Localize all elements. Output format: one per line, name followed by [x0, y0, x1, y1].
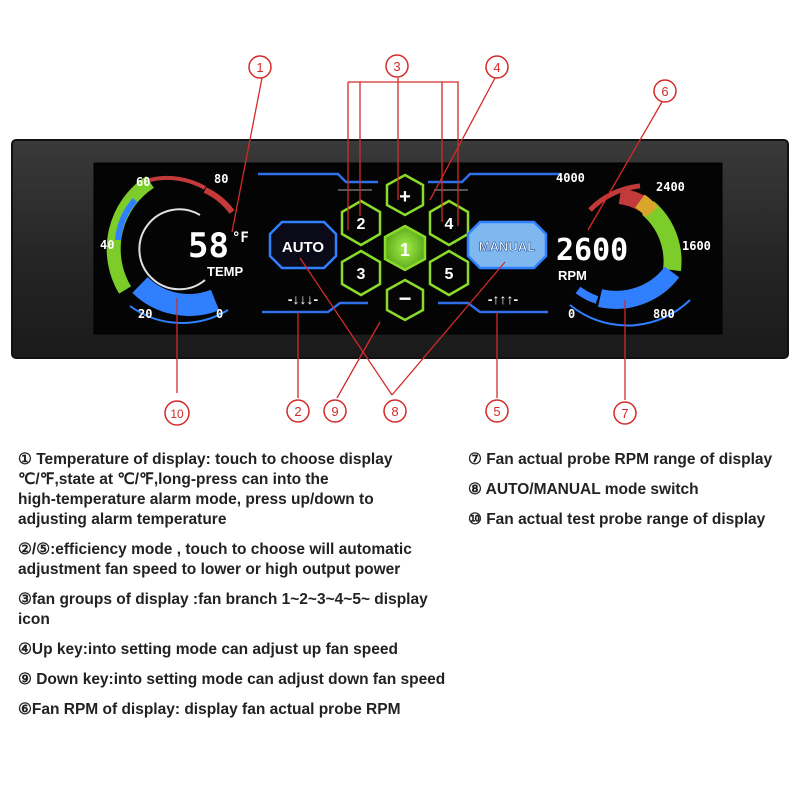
callout-3: 3 — [385, 54, 409, 78]
description-left: ① Temperature of display: touch to choos… — [18, 450, 458, 730]
fan-group-1-hex[interactable] — [383, 224, 427, 272]
temp-tick-40: 40 — [100, 238, 114, 252]
fan-group-3-hex[interactable] — [340, 249, 382, 297]
desc-up-key: ④Up key:into setting mode can adjust up … — [18, 641, 398, 658]
temperature-value[interactable]: 58 — [188, 226, 229, 266]
svg-text:10: 10 — [170, 407, 184, 421]
rpm-label: RPM — [558, 268, 587, 283]
efficiency-low-icon[interactable]: -↓↓↓- — [288, 291, 319, 307]
svg-text:2: 2 — [294, 404, 301, 419]
callout-1: 1 — [248, 55, 272, 79]
manual-label: MANUAL — [479, 239, 535, 254]
rpm-tick-0: 0 — [568, 307, 575, 321]
callout-10: 10 — [164, 400, 190, 426]
rpm-value: 2600 — [556, 233, 628, 268]
callout-9: 9 — [323, 399, 347, 423]
fan-group-1-label: 1 — [400, 240, 410, 260]
temp-tick-20: 20 — [138, 307, 152, 321]
fan-group-2-label: 2 — [357, 216, 366, 233]
up-key-hex[interactable] — [385, 173, 425, 217]
desc-temperature: ① Temperature of display: touch to choos… — [18, 451, 393, 528]
temperature-unit[interactable]: °F — [232, 230, 249, 246]
fan-group-4-label: 4 — [445, 216, 454, 233]
fan-group-3-label: 3 — [357, 266, 366, 283]
controller-diagram: 60 80 40 20 0 58 °F TEMP AUTO -↓↓↓- + 2 … — [11, 54, 789, 426]
auto-label: AUTO — [282, 239, 325, 256]
callout-leaders — [176, 77, 663, 400]
down-key-hex[interactable] — [385, 278, 425, 322]
temperature-gauge — [106, 176, 235, 324]
down-key-label: − — [399, 286, 412, 311]
rpm-tick-4000: 4000 — [556, 171, 585, 185]
desc-rpm-range: ⑦ Fan actual probe RPM range of display — [468, 451, 773, 468]
svg-text:1: 1 — [256, 60, 263, 75]
temp-tick-60: 60 — [136, 175, 150, 189]
desc-mode-switch: ⑧ AUTO/MANUAL mode switch — [468, 481, 699, 498]
svg-text:7: 7 — [621, 406, 628, 421]
svg-text:6: 6 — [661, 84, 668, 99]
temperature-label: TEMP — [207, 264, 243, 279]
rpm-tick-1600: 1600 — [682, 239, 711, 253]
fan-group-5-label: 5 — [445, 266, 454, 283]
description-right: ⑦ Fan actual probe RPM range of display … — [468, 450, 793, 540]
desc-probe-range: ⑩ Fan actual test probe range of display — [468, 511, 766, 528]
fan-group-cluster — [340, 173, 470, 322]
rpm-gauge — [569, 183, 691, 327]
fan-group-5-hex[interactable] — [428, 249, 470, 297]
desc-efficiency: ②/⑤:efficiency mode , touch to choose wi… — [18, 541, 412, 578]
temp-tick-0: 0 — [216, 307, 223, 321]
desc-rpm: ⑥Fan RPM of display: display fan actual … — [18, 701, 401, 718]
callout-4: 4 — [485, 55, 509, 79]
callout-8: 8 — [383, 399, 407, 423]
callout-5: 5 — [485, 399, 509, 423]
desc-fan-groups: ③fan groups of display :fan branch 1~2~3… — [18, 591, 428, 628]
up-key-label: + — [399, 186, 411, 208]
callout-2: 2 — [286, 399, 310, 423]
efficiency-high-icon[interactable]: -↑↑↑- — [488, 291, 519, 307]
svg-text:9: 9 — [331, 404, 338, 419]
svg-text:4: 4 — [493, 60, 500, 75]
manual-mode-button[interactable]: MANUAL — [466, 220, 548, 270]
desc-down-key: ⑨ Down key:into setting mode can adjust … — [18, 671, 446, 688]
rpm-tick-2400: 2400 — [656, 180, 685, 194]
svg-text:5: 5 — [493, 404, 500, 419]
temp-tick-80: 80 — [214, 172, 228, 186]
svg-text:3: 3 — [393, 59, 400, 74]
callout-7: 7 — [613, 401, 637, 425]
rpm-tick-800: 800 — [653, 307, 675, 321]
svg-text:8: 8 — [391, 404, 398, 419]
auto-mode-button[interactable]: AUTO — [268, 220, 338, 270]
fan-group-2-hex[interactable] — [340, 199, 382, 247]
callout-6: 6 — [653, 79, 677, 103]
